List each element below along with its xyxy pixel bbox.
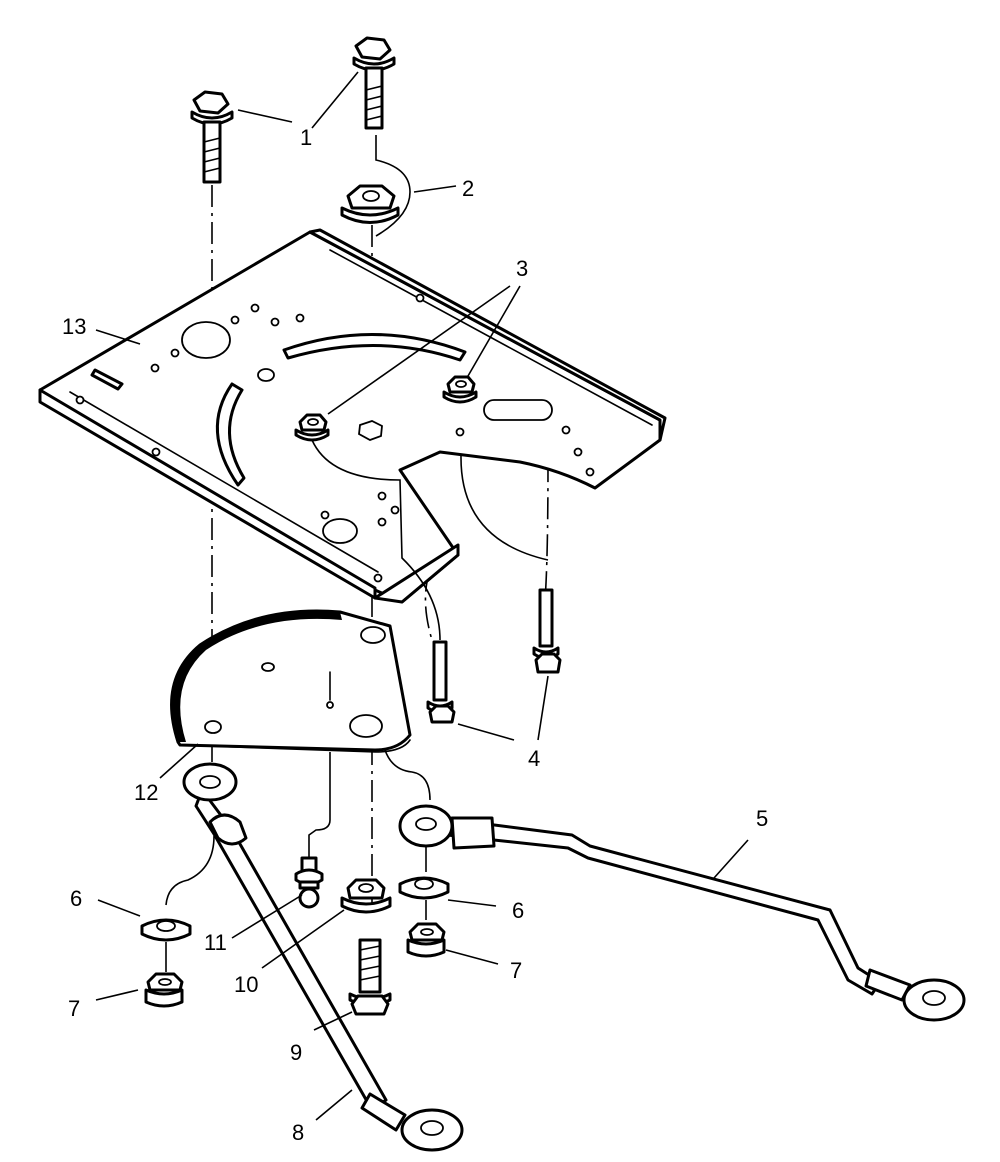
link-rod-long [182, 762, 464, 1152]
sector-gear [170, 609, 412, 753]
assembly-connection-lines [165, 135, 549, 972]
small-nut-right [442, 375, 478, 404]
bolt-bottom [348, 938, 392, 1016]
link-rod-right [398, 804, 966, 1022]
callout-1: 1 [300, 125, 312, 150]
callout-6-right: 6 [512, 898, 524, 923]
mounting-plate [38, 228, 667, 604]
callout-leaders [95, 71, 749, 1121]
callout-6-left: 6 [70, 886, 82, 911]
callout-5: 5 [756, 806, 768, 831]
callout-10: 10 [234, 972, 258, 997]
callout-4: 4 [528, 746, 540, 771]
washer-right [398, 876, 450, 900]
lock-nut-left [144, 972, 184, 1008]
callout-7-right: 7 [510, 958, 522, 983]
bolt-left [190, 90, 234, 184]
stud-bolt-left [426, 640, 456, 724]
callout-2: 2 [462, 176, 474, 201]
callout-13: 13 [62, 314, 86, 339]
callout-7-left: 7 [68, 996, 80, 1021]
callout-12: 12 [134, 780, 158, 805]
washer-left [140, 918, 192, 942]
callout-3: 3 [516, 256, 528, 281]
callout-11: 11 [204, 930, 227, 955]
stud-bolt-right [532, 588, 562, 674]
spacer-nut [340, 878, 392, 914]
lock-nut-right [406, 922, 446, 958]
callout-9: 9 [290, 1040, 302, 1065]
callout-labels: 1 2 3 13 4 12 5 6 6 11 10 7 7 9 8 [62, 125, 768, 1145]
small-nut-left [294, 413, 330, 442]
callout-8: 8 [292, 1120, 304, 1145]
bolt-right [352, 36, 396, 130]
flange-nut-top [340, 184, 400, 224]
ball-stud [294, 856, 324, 909]
